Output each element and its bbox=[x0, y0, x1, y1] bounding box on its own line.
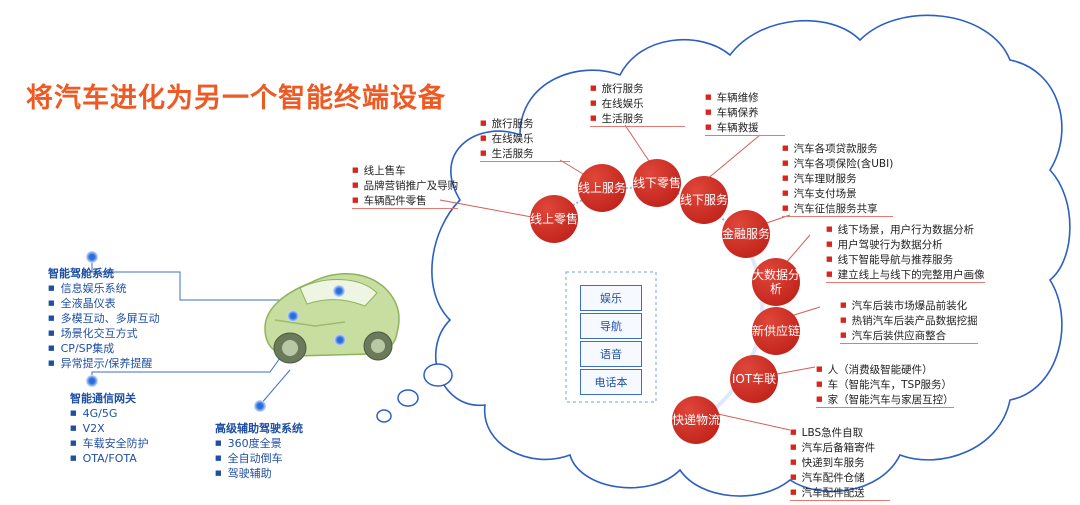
list-item: 全自动倒车 bbox=[215, 451, 303, 466]
node-finance[interactable]: 金融服务 bbox=[722, 210, 770, 258]
list-item: 线下场景，用户行为数据分析 bbox=[826, 222, 985, 237]
list-item: 车载安全防护 bbox=[70, 436, 149, 451]
list-item: 生活服务 bbox=[590, 111, 685, 126]
list-item: 旅行服务 bbox=[480, 116, 570, 131]
node-online-service[interactable]: 线上服务 bbox=[578, 164, 626, 212]
list-item: 信息娱乐系统 bbox=[48, 281, 160, 296]
list-big-data: 线下场景，用户行为数据分析 用户驾驶行为数据分析 线下智能导航与推荐服务 建立线… bbox=[826, 222, 985, 283]
list-online-retail: 线上售车 品牌营销推广及导购 车辆配件零售 bbox=[352, 163, 459, 209]
list-item: 异常提示/保养提醒 bbox=[48, 356, 160, 371]
list-offline-service: 车辆维修 车辆保养 车辆救援 bbox=[705, 90, 785, 136]
node-online-retail[interactable]: 线上零售 bbox=[530, 195, 578, 243]
cockpit-list: 信息娱乐系统 全液晶仪表 多模互动、多屏互动 场景化交互方式 CP/SP集成 异… bbox=[48, 281, 160, 371]
list-item: CP/SP集成 bbox=[48, 341, 160, 356]
car-hotspot-front[interactable] bbox=[287, 310, 299, 322]
list-item: 驾驶辅助 bbox=[215, 466, 303, 481]
node-logistics[interactable]: 快递物流 bbox=[672, 396, 720, 444]
list-item: 汽车征信服务共享 bbox=[782, 201, 893, 216]
cockpit-title: 智能驾舱系统 bbox=[48, 267, 114, 280]
list-item: 汽车后装市场爆品前装化 bbox=[840, 298, 978, 313]
list-new-supply: 汽车后装市场爆品前装化 热销汽车后装产品数据挖掘 汽车后装供应商整合 bbox=[840, 298, 978, 344]
node-new-supply[interactable]: 新供应链 bbox=[752, 307, 800, 355]
list-online-service: 旅行服务 在线娱乐 生活服务 bbox=[480, 116, 570, 162]
list-item: 车辆救援 bbox=[705, 120, 785, 135]
list-item: 在线娱乐 bbox=[590, 96, 685, 111]
list-finance: 汽车各项贷款服务 汽车各项保险(含UBI) 汽车理财服务 汽车支付场景 汽车征信… bbox=[782, 141, 894, 217]
list-item: 汽车后装供应商整合 bbox=[840, 328, 978, 343]
center-box-navigation[interactable]: 导航 bbox=[580, 313, 642, 339]
list-item: 360度全景 bbox=[215, 436, 303, 451]
adas-title: 高级辅助驾驶系统 bbox=[215, 422, 303, 435]
list-item: 人（消费级智能硬件） bbox=[816, 362, 954, 377]
list-logistics: LBS急件自取 汽车后备箱寄件 快递到车服务 汽车配件仓储 汽车配件配送 bbox=[790, 425, 890, 501]
car-hotspot-adas[interactable] bbox=[254, 400, 266, 412]
list-item: 汽车支付场景 bbox=[782, 186, 893, 201]
list-item: OTA/FOTA bbox=[70, 451, 149, 466]
list-item: 汽车配件仓储 bbox=[790, 470, 890, 485]
car-hotspot-rear[interactable] bbox=[334, 334, 346, 346]
list-item: 汽车配件配送 bbox=[790, 485, 890, 500]
network-group: 智能通信网关 4G/5G V2X 车载安全防护 OTA/FOTA bbox=[70, 390, 149, 466]
list-item: V2X bbox=[70, 421, 149, 436]
network-list: 4G/5G V2X 车载安全防护 OTA/FOTA bbox=[70, 406, 149, 466]
list-item: 线下智能导航与推荐服务 bbox=[826, 252, 985, 267]
center-box-voice[interactable]: 语音 bbox=[580, 341, 642, 367]
list-item: 车辆维修 bbox=[705, 90, 785, 105]
list-offline-retail: 旅行服务 在线娱乐 生活服务 bbox=[590, 81, 685, 127]
node-big-data[interactable]: 大数据分析 bbox=[752, 258, 800, 306]
list-item: LBS急件自取 bbox=[790, 425, 890, 440]
node-iot[interactable]: IOT车联 bbox=[730, 355, 778, 403]
list-iot: 人（消费级智能硬件） 车（智能汽车，TSP服务） 家（智能汽车与家居互控） bbox=[816, 362, 954, 408]
list-item: 汽车各项贷款服务 bbox=[782, 141, 893, 156]
node-offline-service[interactable]: 线下服务 bbox=[680, 176, 728, 224]
list-item: 家（智能汽车与家居互控） bbox=[816, 392, 954, 407]
list-item: 品牌营销推广及导购 bbox=[352, 178, 459, 193]
list-item: 线上售车 bbox=[352, 163, 458, 178]
cockpit-group: 智能驾舱系统 信息娱乐系统 全液晶仪表 多模互动、多屏互动 场景化交互方式 CP… bbox=[48, 265, 160, 371]
list-item: 汽车理财服务 bbox=[782, 171, 893, 186]
list-item: 车辆配件零售 bbox=[352, 193, 458, 208]
list-item: 快递到车服务 bbox=[790, 455, 890, 470]
car-illustration bbox=[264, 273, 400, 364]
list-item: 在线娱乐 bbox=[480, 131, 570, 146]
adas-list: 360度全景 全自动倒车 驾驶辅助 bbox=[215, 436, 303, 481]
list-item: 多模互动、多屏互动 bbox=[48, 311, 160, 326]
page-title: 将汽车进化为另一个智能终端设备 bbox=[26, 83, 446, 114]
list-item: 汽车各项保险(含UBI) bbox=[782, 156, 894, 171]
center-box-entertainment[interactable]: 娱乐 bbox=[580, 285, 642, 311]
list-item: 汽车后备箱寄件 bbox=[790, 440, 890, 455]
list-item: 热销汽车后装产品数据挖掘 bbox=[840, 313, 978, 328]
car-hotspot-gateway[interactable] bbox=[86, 375, 98, 387]
center-box-phonebook[interactable]: 电话本 bbox=[580, 369, 642, 395]
list-item: 生活服务 bbox=[480, 146, 570, 161]
list-item: 用户驾驶行为数据分析 bbox=[826, 237, 985, 252]
list-item: 车（智能汽车，TSP服务） bbox=[816, 377, 954, 392]
list-item: 旅行服务 bbox=[590, 81, 685, 96]
node-offline-retail[interactable]: 线下零售 bbox=[633, 159, 681, 207]
list-item: 4G/5G bbox=[70, 406, 149, 421]
car-hotspot-roof[interactable] bbox=[333, 285, 345, 297]
list-item: 车辆保养 bbox=[705, 105, 785, 120]
adas-group: 高级辅助驾驶系统 360度全景 全自动倒车 驾驶辅助 bbox=[215, 420, 303, 481]
network-title: 智能通信网关 bbox=[70, 392, 136, 405]
car-hotspot-cockpit[interactable] bbox=[86, 251, 98, 263]
list-item: 场景化交互方式 bbox=[48, 326, 160, 341]
list-item: 全液晶仪表 bbox=[48, 296, 160, 311]
list-item: 建立线上与线下的完整用户画像 bbox=[826, 267, 985, 282]
